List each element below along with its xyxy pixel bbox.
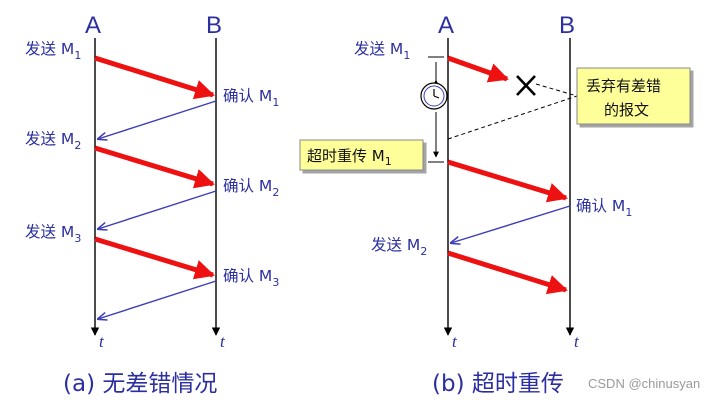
data-arrow-m3	[94, 236, 215, 280]
data-arrow-m1-lost	[447, 55, 509, 83]
host-b-label: B	[206, 12, 222, 39]
send-label-m1: 发送 M1	[25, 40, 81, 62]
send-label-m2: 发送 M2	[25, 130, 81, 152]
time-label-b: t	[220, 332, 226, 351]
timeout-text: 超时重传 M1	[307, 147, 392, 168]
send-label-m3: 发送 M3	[25, 223, 81, 245]
ack-label-m3: 确认 M3	[223, 267, 279, 289]
data-arrow-m1-retransmit	[447, 159, 568, 203]
discard-text-line2: 的报文	[604, 101, 649, 119]
time-label-b: t	[574, 332, 580, 351]
clock-icon	[420, 82, 448, 110]
ack-label-m1: 确认 M1	[223, 87, 279, 109]
time-label-a: t	[452, 332, 458, 351]
discard-callout: 丢弃有差错 的报文	[576, 67, 691, 125]
panel-timeout-retransmit: A B t t 发送 M1 丢弃有差错 的报文	[299, 12, 691, 397]
ack-arrow-m3	[98, 280, 217, 319]
caption-no-error: (a) 无差错情况	[63, 371, 217, 397]
ack-arrow-m1	[451, 205, 571, 243]
data-arrow-m2	[94, 145, 215, 189]
ack-label-m2: 确认 M2	[223, 177, 279, 199]
watermark: CSDN @chinusyan	[588, 376, 700, 391]
caption-timeout: (b) 超时重传	[432, 371, 564, 397]
panel-no-error: A B t t 发送 M1 发送 M2 发送 M3 确认 M1 确认 M2 确认…	[25, 12, 279, 397]
host-a-label: A	[438, 12, 454, 39]
time-label-a: t	[99, 332, 105, 351]
send-label-m1: 发送 M1	[354, 40, 410, 62]
host-a-label: A	[85, 12, 101, 39]
data-arrow-m2	[447, 250, 568, 295]
timeout-callout: 超时重传 M1	[299, 139, 424, 171]
timeout-timer	[420, 56, 448, 163]
ack-arrow-m1	[98, 100, 217, 139]
discard-text-line1: 丢弃有差错	[586, 77, 661, 95]
host-b-label: B	[559, 12, 575, 39]
ack-arrow-m2	[98, 190, 217, 229]
ack-label-m1: 确认 M1	[576, 197, 632, 219]
lost-x-icon	[516, 75, 536, 96]
leader-line	[535, 83, 578, 97]
data-arrow-m1	[94, 55, 215, 100]
leader-line	[447, 95, 578, 140]
send-label-m2: 发送 M2	[371, 236, 427, 258]
